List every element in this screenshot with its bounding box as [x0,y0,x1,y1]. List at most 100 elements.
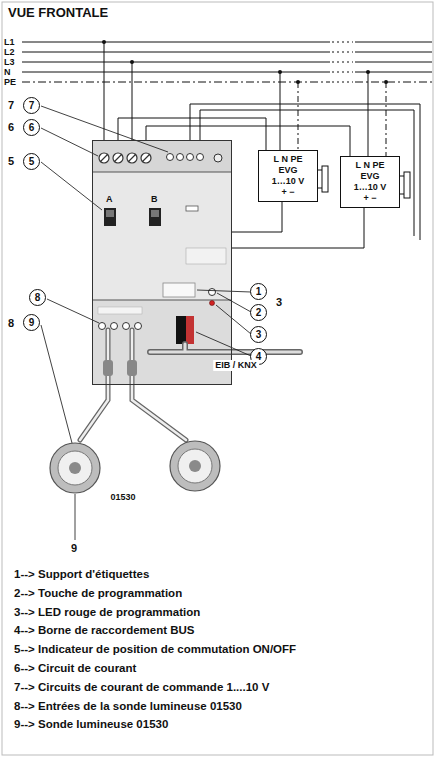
cable-core [80,330,108,440]
divider [92,172,232,300]
pe-wire [386,82,387,156]
screw-slot [100,154,150,162]
sensor-body [170,441,220,491]
control-terminals [167,154,223,163]
ballast-text: + − [343,193,397,204]
ballast-text: EVG [261,165,315,176]
junction [278,70,282,74]
ballast-text: 1…10 V [261,176,315,187]
wire [280,72,281,150]
bus-line [22,62,432,63]
leader-line [197,290,251,292]
ferrite-bead [127,360,137,376]
lamp-tube [404,172,410,198]
switch-lever [151,210,159,217]
lamp-lead [318,170,322,188]
control-wire [200,110,414,236]
sensor-cables [80,330,186,440]
legend-line: 7--> Circuits de courant de commande 1..… [14,680,269,694]
leader-line [41,106,168,152]
switch-indicator [104,208,116,226]
switch-label: A [106,194,113,204]
sensor-body [50,443,100,493]
diagram-title: VUE FRONTALE [8,5,108,20]
control-wire [232,208,364,248]
terminal [123,323,130,330]
terminal [197,154,204,161]
junction-dots [102,40,388,84]
callout-number: 8 [29,289,46,306]
terminal-strip [92,140,232,172]
callout-number: 9 [23,314,40,331]
part-label: EIB / KNX [213,360,259,371]
leader-line [217,293,251,312]
callout-number: 5 [8,155,14,167]
callout-number: 1 [250,283,267,300]
housing-fill [92,140,232,385]
legend-line: 3--> LED rouge de programmation [14,605,200,619]
terminal [177,154,184,161]
legend-line: 1--> Support d'étiquettes [14,567,149,581]
sensor-face [58,451,92,485]
switch-label: B [151,194,158,204]
conductor-name: L2 [4,47,15,57]
pe-wire [298,82,299,150]
cable-sheath [80,330,108,440]
bus-line [22,82,432,83]
sensor-terminals [99,323,142,330]
terminal [167,154,174,161]
callout-number: 3 [276,296,282,308]
callout-number: 6 [8,121,14,133]
part-label: 01530 [108,492,137,503]
junction [102,40,106,44]
callout-number: 9 [71,542,77,554]
terminal [99,323,106,330]
sensor-eye [69,462,81,474]
cable-sheath [150,344,300,352]
ballast-text: 1…10 V [343,182,397,193]
label-holder [163,283,195,297]
terminal [135,323,142,330]
callout-number: 7 [23,97,40,114]
wire [104,42,105,152]
leader-line [216,305,251,334]
terminal [187,154,194,161]
lamp-tube [322,166,328,192]
cable-core [150,344,300,352]
legend-line: 9--> Sonde lumineuse 01530 [14,717,168,731]
ferrite-bead [103,360,113,376]
ballast-text: L N PE [261,154,315,165]
connectors [232,202,364,248]
legend-line: 4--> Borne de raccordement BUS [14,623,195,637]
leader-line [196,332,251,356]
junction [366,70,370,74]
fuse-symbol [186,206,198,211]
junction [384,80,388,84]
conductor-name: L1 [4,37,15,47]
light-sensors [50,441,220,493]
bus-terminal [176,316,186,344]
junction [130,60,134,64]
sensor-face [178,449,212,483]
control-wire [232,202,282,232]
leader-line [75,494,76,540]
actuator-body [92,140,232,385]
callout-number: 2 [250,304,267,321]
bus-gap [332,42,353,82]
legend-line: 6--> Circuit de courant [14,661,136,675]
bus-section [92,300,232,385]
junction [296,80,300,84]
legend-line: 5--> Indicateur de position de commutati… [14,642,296,656]
cable-core [132,330,186,440]
cable-sheath [132,330,186,440]
callout-number: 6 [23,119,40,136]
sensor-eye [189,460,201,472]
bus-cable [150,344,300,352]
ballast-box: L N PEEVG1…10 V+ − [258,150,318,202]
conductor-name: L3 [4,57,15,67]
bus-line [22,52,432,53]
leader-line [41,128,98,156]
leader-lines [41,106,251,540]
ballast-box: L N PEEVG1…10 V+ − [340,156,400,208]
